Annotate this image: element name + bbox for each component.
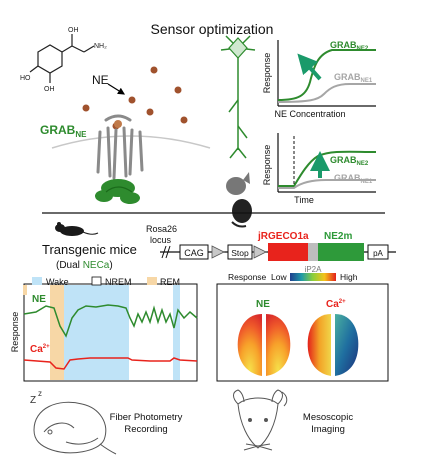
- locus-label: locus: [150, 235, 172, 245]
- jrgeco-box: [268, 243, 308, 261]
- pa-label: pA: [373, 249, 383, 258]
- ne-cortex-map: [237, 314, 291, 376]
- ne-molecule-oh-bottom: OH: [44, 86, 55, 93]
- chart2-ne2-label: GRABNE2: [330, 155, 369, 167]
- head-fixed-mouse-icon: [233, 389, 288, 451]
- chart1-xlabel: NE Concentration: [274, 109, 345, 119]
- sleep-z-large: Z: [30, 395, 36, 406]
- response-color-scale: [290, 273, 336, 281]
- loxp-triangle: [211, 245, 225, 259]
- grab-ne-label: GRABNE: [40, 123, 87, 139]
- mouse-silhouette-icon: [226, 172, 252, 228]
- stop-label: Stop: [231, 248, 249, 258]
- ne-molecule-dot: [146, 108, 154, 116]
- ne-molecule-ho-left: HO: [20, 75, 31, 82]
- ca-trace: [23, 357, 198, 370]
- ne-molecule-oh-top: OH: [68, 27, 79, 34]
- photometry-ylabel: Response: [10, 312, 20, 353]
- sleeping-mouse-icon: [33, 401, 117, 455]
- ne-label: NE: [92, 73, 109, 87]
- photometry-panel: NE Ca2+: [23, 283, 198, 382]
- rosa26-label: Rosa26: [146, 224, 177, 234]
- response-legend-low: Low: [271, 272, 287, 282]
- legend-nrem-label: NREM: [105, 277, 132, 287]
- response-legend-high: High: [340, 272, 358, 282]
- neuron-soma: [228, 37, 248, 59]
- sleep-z-small: z: [38, 389, 42, 398]
- ne-molecule-dot: [128, 96, 136, 104]
- ne-molecule-dot: [82, 104, 90, 112]
- chart1-ne1-label: GRABNE1: [334, 72, 373, 84]
- ne-arrow: [107, 83, 126, 95]
- ca-map-label: Ca2+: [326, 299, 346, 310]
- ne-molecule-dot: [180, 116, 188, 124]
- chart1-ne2-curve: [277, 49, 376, 101]
- wake-period: [173, 285, 180, 380]
- fiber-photometry-caption-line2: Recording: [124, 424, 167, 435]
- time-chart: Response GRABNE2 GRABNE1 Time: [262, 133, 377, 205]
- stop-box: [227, 244, 253, 260]
- chart2-ylabel: Response: [262, 145, 272, 186]
- figure-title: Sensor optimization: [151, 21, 274, 37]
- chart1-ylabel: Response: [262, 53, 272, 94]
- mesoscopic-caption-line2: Imaging: [311, 424, 345, 435]
- ne-molecule-dot: [174, 86, 182, 94]
- loxp-triangle: [253, 245, 267, 259]
- chart2-ne1-curve: [278, 179, 376, 189]
- legend-wake-swatch: [32, 277, 42, 285]
- construct-diagram: CAG Stop pA jRGECO1a NE2m iP2A: [160, 231, 396, 274]
- chart2-ne1-label: GRABNE1: [334, 173, 373, 185]
- ne2m-box: [318, 243, 364, 261]
- ne-molecule-structure-icon: [29, 34, 95, 83]
- legend-rem-label: REM: [160, 277, 180, 287]
- rem-period: [50, 285, 64, 380]
- sleep-state-legend: Wake NREM REM: [32, 276, 180, 287]
- rem-legend-swatch: [23, 285, 27, 295]
- chart1-improvement-arrow: [297, 53, 322, 81]
- mesoscopic-panel: Response Low High NE Ca2+: [216, 272, 389, 382]
- chart2-xlabel: Time: [294, 195, 314, 205]
- transgenic-title: Transgenic mice: [42, 242, 137, 257]
- ca-trace-label: Ca2+: [30, 344, 50, 355]
- ne-map-label: NE: [256, 299, 270, 310]
- pa-box: [367, 244, 389, 260]
- cag-label: CAG: [184, 248, 204, 258]
- response-legend-title: Response: [228, 272, 267, 282]
- ne2m-label: NE2m: [324, 231, 352, 242]
- grab-sensor-protein-icon: [95, 114, 144, 204]
- ne-trace: [23, 304, 198, 338]
- chart1-ne2-label: GRABNE2: [330, 40, 369, 52]
- ip2a-label: iP2A: [305, 265, 323, 274]
- ne-molecule-dot: [150, 66, 158, 74]
- legend-rem-swatch: [147, 277, 157, 285]
- chart1-ne1-curve: [277, 83, 376, 103]
- ne-molecule-nh2: NH₂: [94, 43, 107, 50]
- mesoscopic-caption-line1: Mesoscopic: [303, 412, 353, 423]
- transgenic-subtitle: (Dual NECa): [56, 260, 113, 271]
- wake-period: [54, 285, 129, 380]
- concentration-chart: Response GRABNE2 GRABNE1 NE Concentratio…: [262, 40, 376, 119]
- ne-trace-label: NE: [32, 294, 46, 305]
- ca-cortex-map: [307, 314, 359, 376]
- ip2a-box: [308, 243, 318, 261]
- mouse-icon: [55, 222, 99, 236]
- legend-wake-label: Wake: [46, 277, 69, 287]
- fiber-photometry-caption-line1: Fiber Photometry: [110, 412, 183, 423]
- jrgeco-label: jRGECO1a: [257, 231, 309, 242]
- cag-box: [179, 244, 209, 260]
- legend-nrem-swatch: [91, 276, 102, 286]
